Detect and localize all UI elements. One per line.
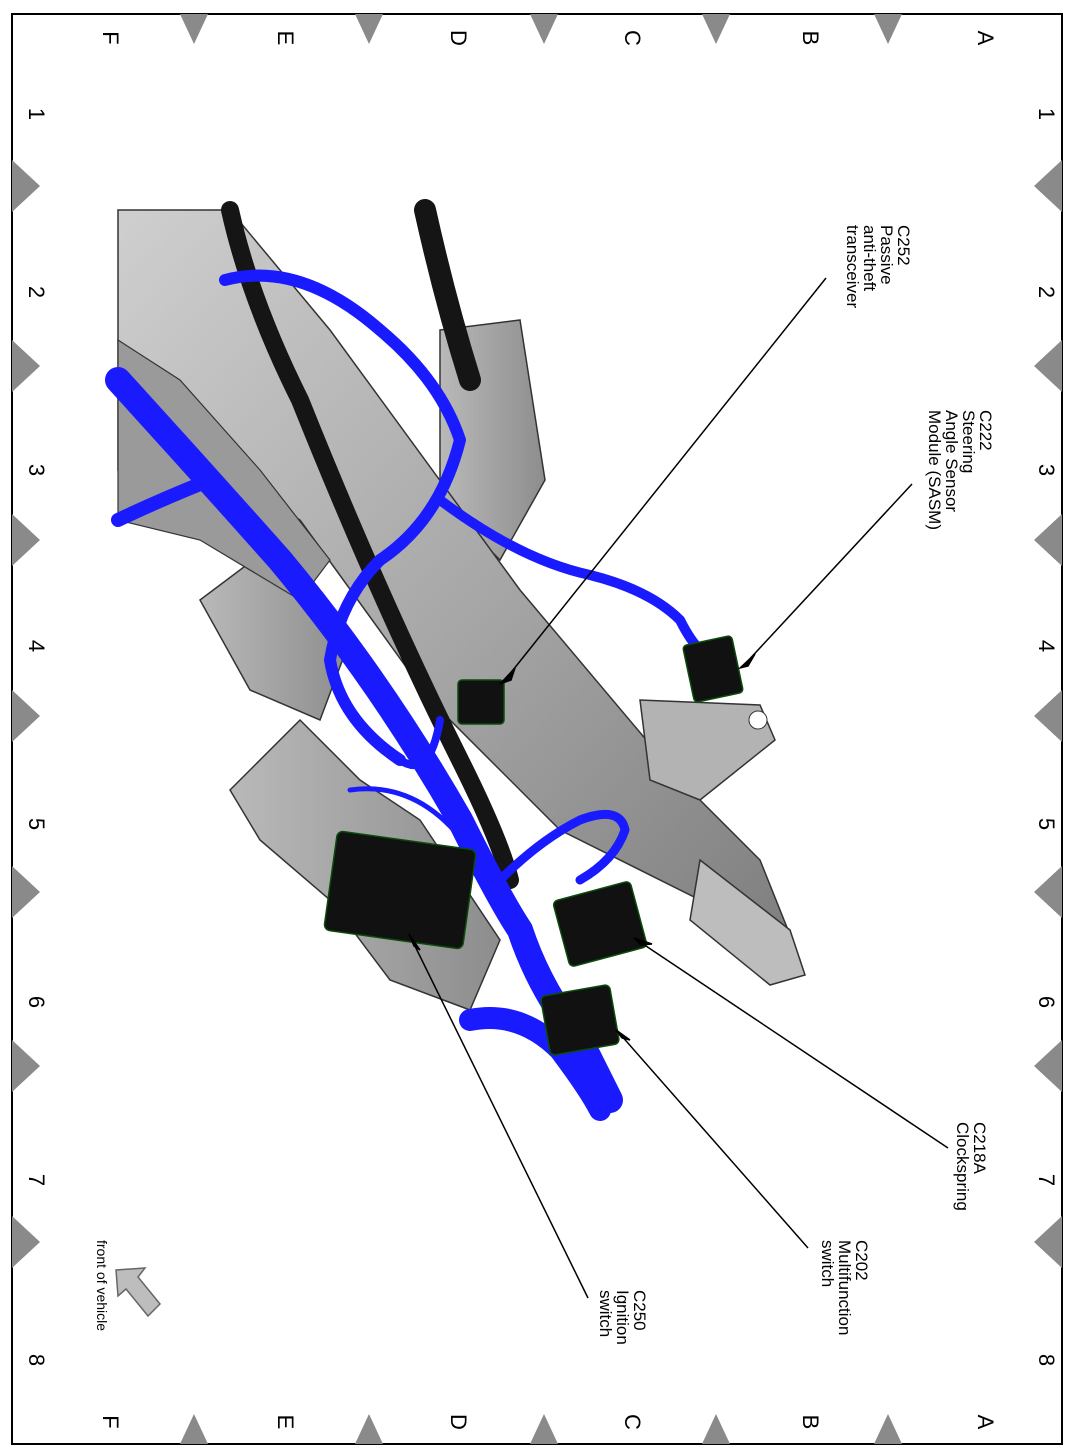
grid-letter-c-top: C (620, 30, 645, 46)
connector-c252 (457, 679, 505, 725)
grid-number-5-right: 5 (1034, 817, 1059, 831)
callout-c252-code: C252 (894, 225, 913, 266)
arrow-icon (115, 1267, 162, 1318)
grid-letter-d-bottom: D (446, 1414, 471, 1430)
callout-c218a-code: C218A (970, 1122, 989, 1174)
grid-letter-d-top: D (446, 30, 471, 46)
grid-letter-e-bottom: E (273, 1414, 298, 1430)
grid-number-7-left: 7 (24, 1173, 49, 1187)
grid-number-4-right: 4 (1034, 639, 1059, 653)
grid-letter-f-top: F (98, 31, 123, 45)
grid-letter-a-bottom: A (973, 1414, 998, 1430)
leader-lines (408, 277, 949, 1299)
callout-c202-line-2: switch (818, 1240, 837, 1288)
callout-c252-line-1: Passive (877, 225, 896, 285)
grid-number-5-left: 5 (24, 817, 49, 831)
callout-c250-line-1: Ignition (613, 1290, 632, 1345)
grid-number-6-left: 6 (24, 995, 49, 1009)
grid-number-1-left: 1 (24, 107, 49, 121)
grid-number-2-left: 2 (24, 285, 49, 299)
grid-number-3-right: 3 (1034, 463, 1059, 477)
connector-c218a (552, 881, 648, 967)
grid-letter-e-top: E (273, 30, 298, 46)
grid-letter-b-bottom: B (798, 1414, 823, 1430)
connector-c202 (540, 984, 620, 1056)
connectors (323, 635, 744, 1056)
grid-letter-c-bottom: C (620, 1414, 645, 1430)
grid-letter-f-bottom: F (98, 1415, 123, 1429)
callout-c218a-line-1: Clockspring (953, 1122, 972, 1211)
callout-c202-code: C202 (852, 1240, 871, 1281)
grid-number-6-right: 6 (1034, 995, 1059, 1009)
grid-number-4-left: 4 (24, 639, 49, 653)
callout-c222-line-2: Angle Sensor (942, 410, 961, 513)
front-of-vehicle-text: front of vehicle (94, 1240, 110, 1332)
grid-number-7-right: 7 (1034, 1173, 1059, 1187)
callout-c222-code: C222 (976, 410, 995, 451)
connector-c250 (323, 830, 477, 950)
grid-number-8-right: 8 (1034, 1353, 1059, 1367)
callout-c252-line-2: anti-theft (860, 225, 879, 292)
callout-c250-line-2: switch (596, 1290, 615, 1338)
callout-c222-line-3: Module (SASM) (925, 410, 944, 530)
callout-c202-line-1: Multifunction (835, 1240, 854, 1336)
grid-letter-b-top: B (798, 30, 823, 46)
grid-number-2-right: 2 (1034, 285, 1059, 299)
callout-c252-line-3: transceiver (843, 225, 862, 309)
black-harness (221, 199, 519, 889)
grid-number-3-left: 3 (24, 463, 49, 477)
grid-letter-a-top: A (973, 30, 998, 46)
grid-number-8-left: 8 (24, 1353, 49, 1367)
grid-number-1-right: 1 (1034, 107, 1059, 121)
zone-ticks (12, 14, 1062, 1444)
callout-c222-line-1: Steering (959, 410, 978, 474)
callout-c250-code: C250 (630, 1290, 649, 1331)
connector-c222 (682, 635, 744, 703)
